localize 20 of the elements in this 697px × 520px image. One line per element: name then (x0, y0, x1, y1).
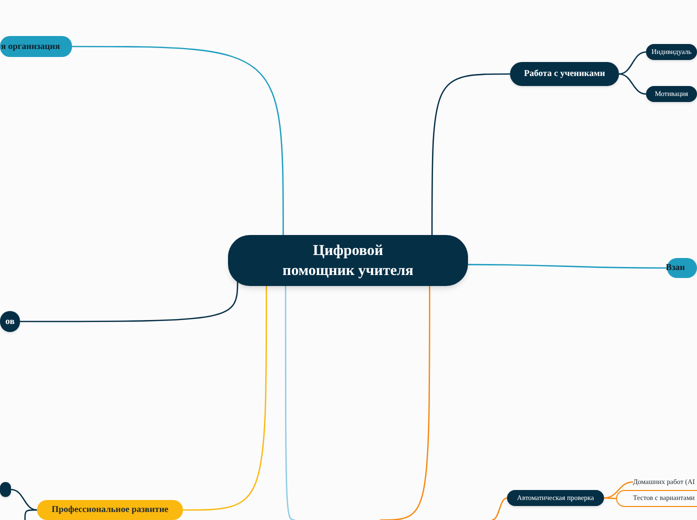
connector-line (183, 286, 268, 511)
connector-line (618, 73, 646, 95)
connector-line (431, 73, 510, 235)
connector-line (24, 509, 37, 520)
topic-node: Взаи (667, 258, 697, 278)
empty-node (0, 482, 11, 497)
topic-node: Профессиональное развитие (37, 500, 183, 520)
connector-line (604, 497, 616, 500)
connector-line (618, 51, 646, 75)
central-topic-node: Цифровой помощник учителя (228, 235, 468, 286)
connector-line (604, 481, 634, 499)
connector-line (72, 46, 284, 235)
connector-line (284, 286, 296, 520)
connector-line (10, 488, 38, 511)
topic-node: ов (0, 311, 20, 332)
connector-line (380, 286, 430, 520)
connector-line (492, 497, 508, 520)
connector-line (468, 264, 667, 269)
topic-node: я организация (0, 36, 72, 57)
topic-node: Работа с учениками (510, 62, 619, 86)
